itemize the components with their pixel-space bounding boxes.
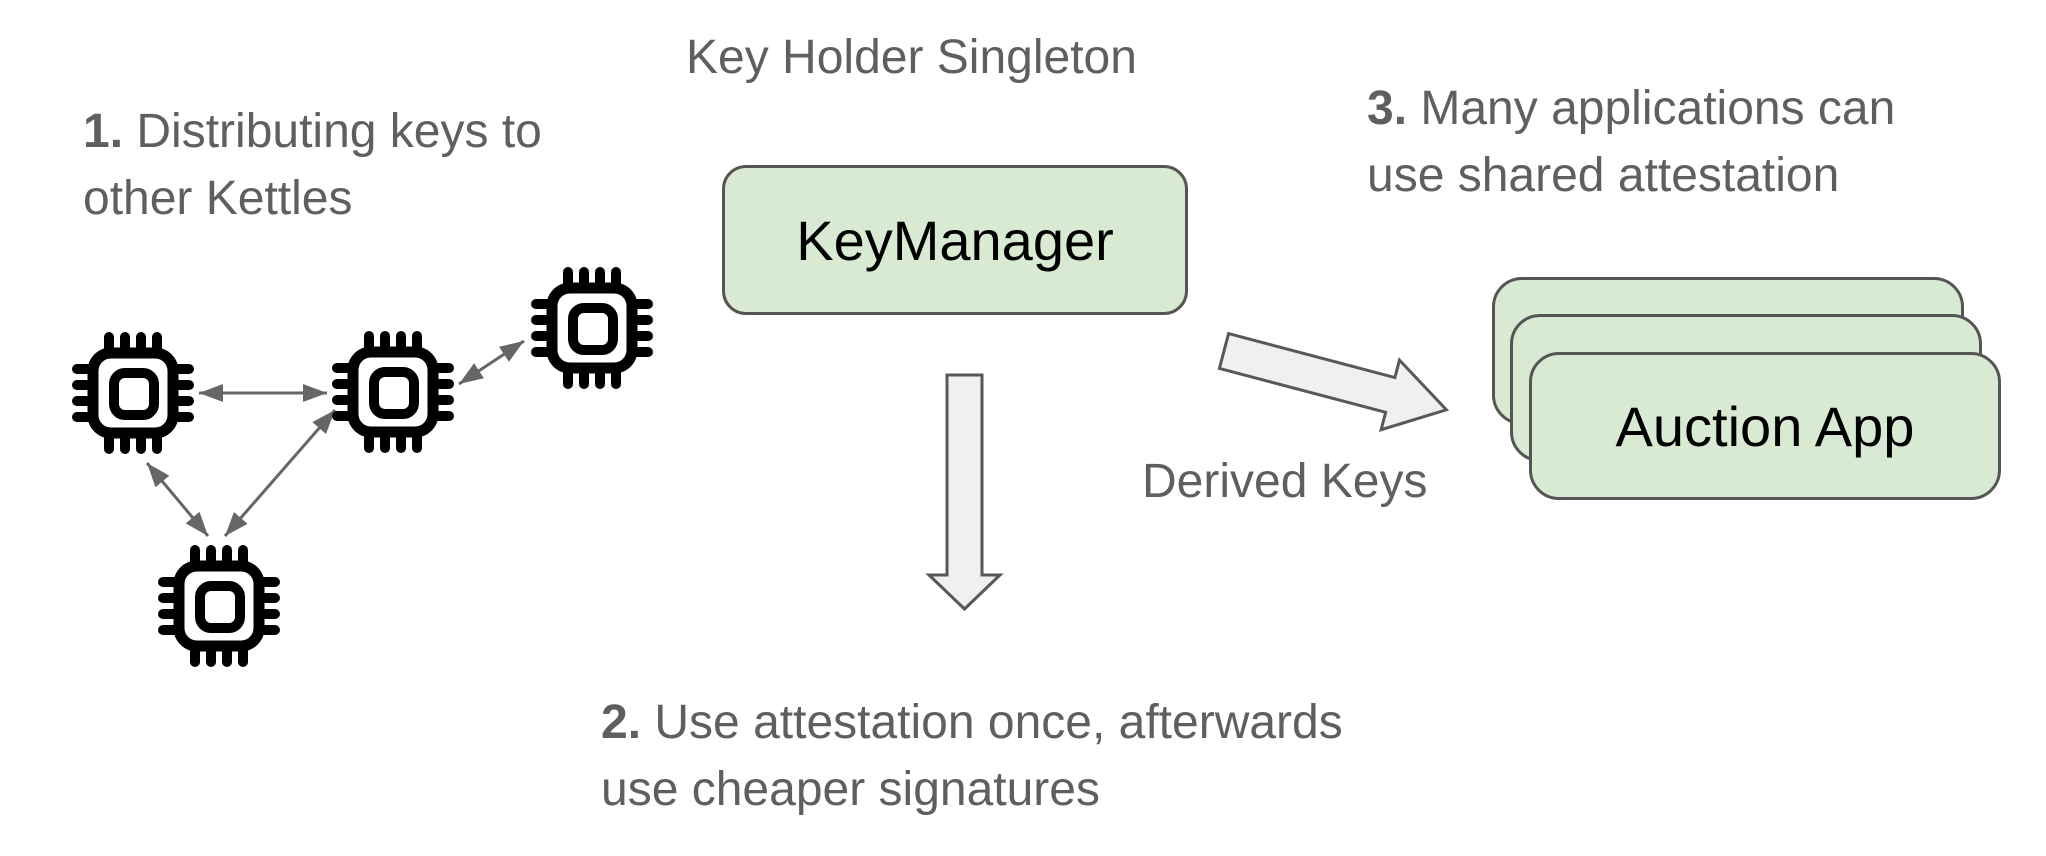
- kettle-chip-icon-4: [155, 542, 283, 670]
- diagram-title: Key Holder Singleton: [686, 31, 1137, 84]
- edge-chip2-chip3: [458, 339, 525, 386]
- kettle-chip-icon-3: [528, 264, 656, 392]
- annotation-2: 2. Use attestation once, afterwards use …: [601, 689, 1343, 823]
- annotation-3-line-2: use shared attestation: [1367, 149, 1840, 202]
- annotation-1-line-2: other Kettles: [83, 172, 353, 225]
- kettle-chip-icon-2: [329, 328, 457, 456]
- auction-app-label: Auction App: [1615, 394, 1915, 458]
- keymanager-label: KeyManager: [796, 208, 1114, 272]
- annotation-3-number: 3.: [1367, 82, 1408, 135]
- annotation-1-line-1: 1. Distributing keys to: [83, 105, 542, 158]
- annotation-2-line-2: use cheaper signatures: [601, 763, 1100, 816]
- block-arrow-down-icon: [925, 373, 1004, 612]
- edge-chip2-chip4: [223, 409, 337, 537]
- kettle-chip-icon-1: [69, 329, 197, 457]
- edge-chip1-chip4: [145, 462, 210, 537]
- derived-keys-label: Derived Keys: [1142, 455, 1428, 508]
- annotation-2-line-1: 2. Use attestation once, afterwards: [601, 696, 1343, 749]
- annotation-1: 1. Distributing keys to other Kettles: [83, 98, 542, 232]
- annotation-2-number: 2.: [601, 696, 642, 749]
- annotation-3-line-1: 3. Many applications can: [1367, 82, 1896, 135]
- block-arrow-diagonal-icon: [1217, 331, 1450, 432]
- keymanager-node: KeyManager: [722, 165, 1188, 315]
- annotation-1-number: 1.: [83, 105, 124, 158]
- annotation-3: 3. Many applications can use shared atte…: [1367, 75, 1895, 209]
- auction-app-card-front: Auction App: [1529, 352, 2001, 500]
